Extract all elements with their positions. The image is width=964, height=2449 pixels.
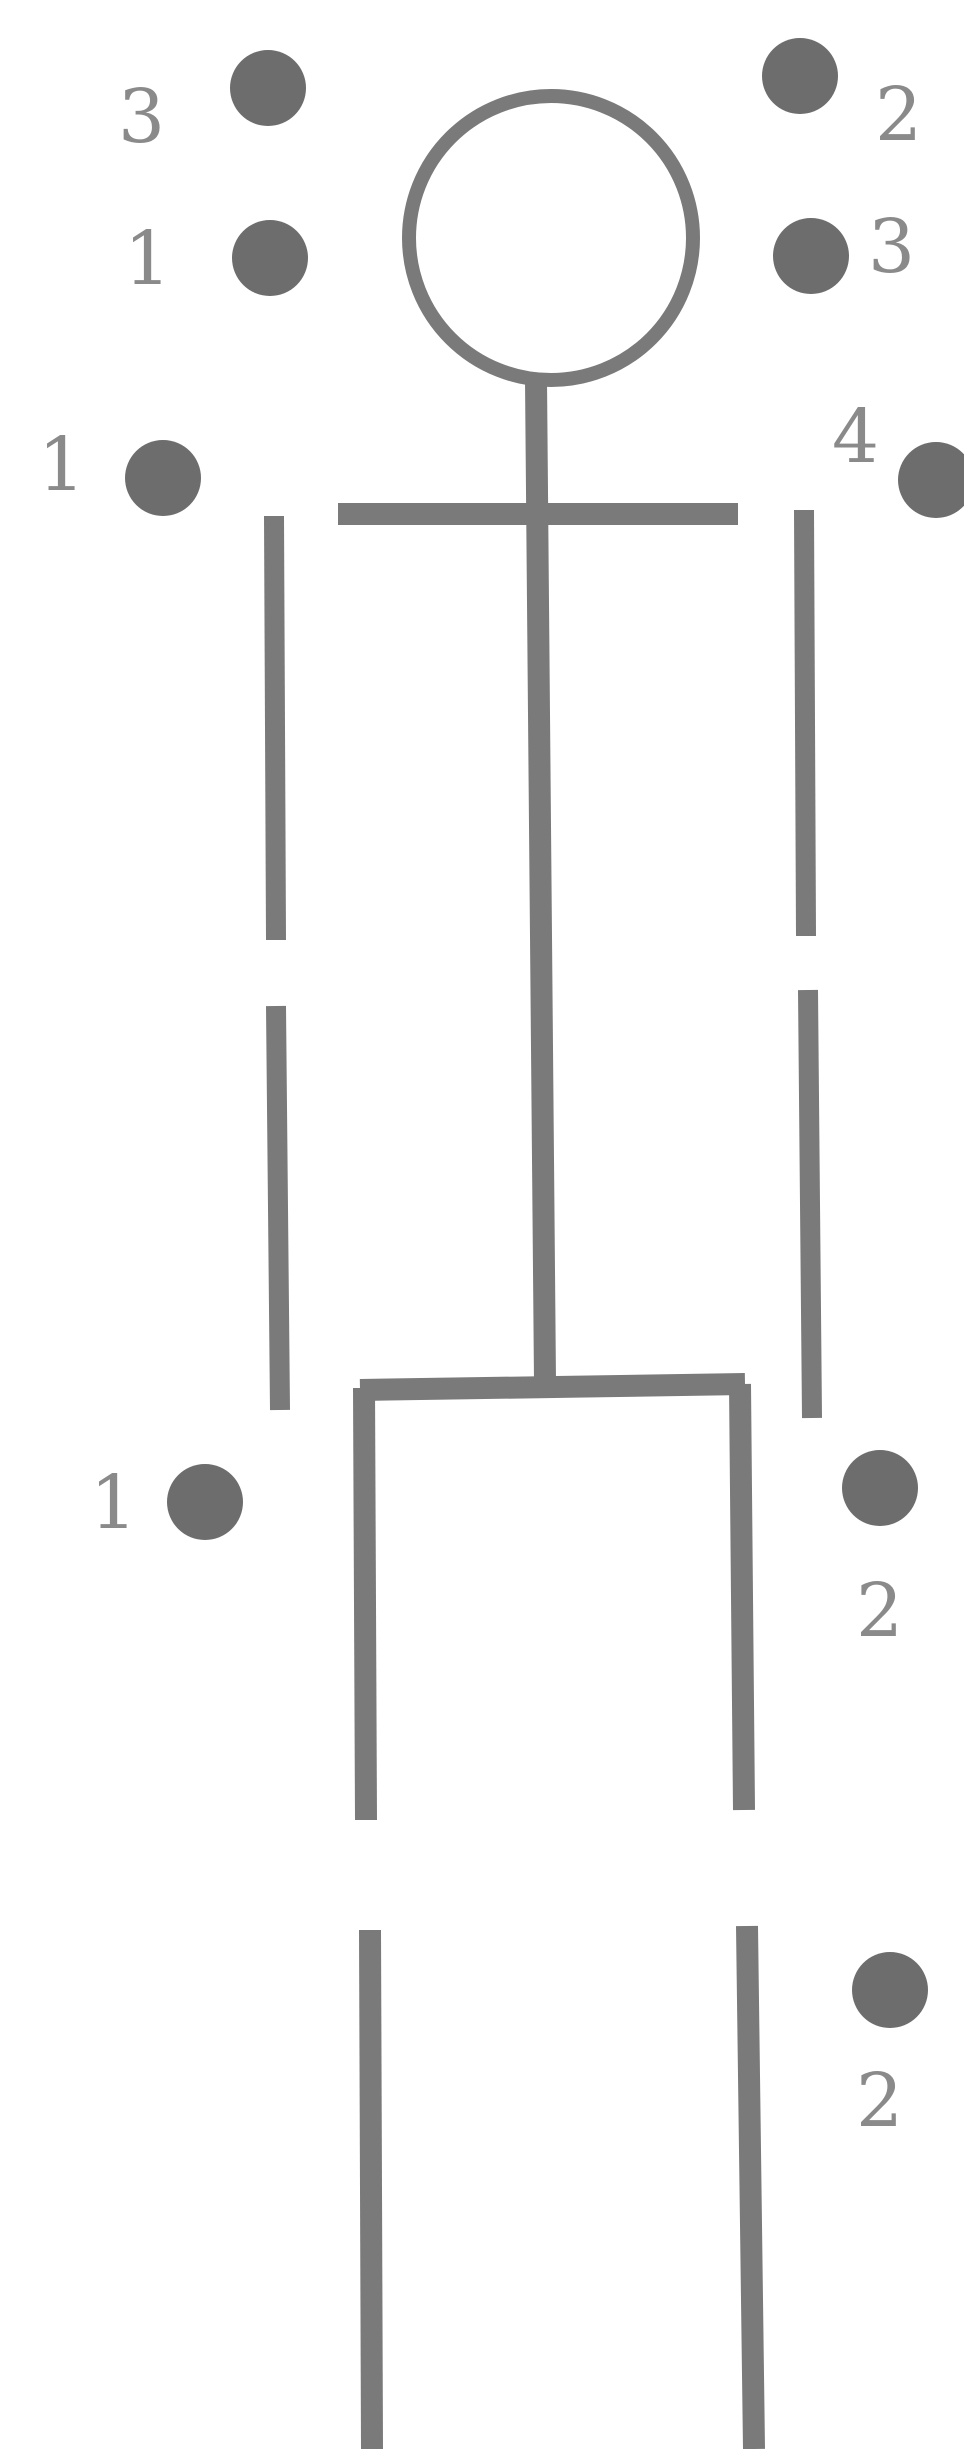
right-arm-lower — [808, 990, 812, 1418]
marker-label: 3 — [118, 74, 165, 160]
marker-label: 2 — [856, 2058, 903, 2144]
right-arm-upper — [804, 510, 806, 936]
figure-hips — [360, 1384, 745, 1390]
marker-label: 1 — [124, 216, 171, 302]
marker-dot — [232, 220, 308, 296]
left-leg-lower — [370, 1930, 372, 2449]
marker-dot — [167, 1464, 243, 1540]
marker-label: 4 — [832, 394, 879, 480]
marker-label: 2 — [856, 1568, 903, 1654]
figure-spine — [536, 380, 545, 1382]
marker-dot — [898, 442, 964, 518]
marker-dot — [230, 50, 306, 126]
marker-label: 1 — [38, 422, 85, 508]
right-leg-lower — [747, 1926, 754, 2449]
marker-dot — [762, 38, 838, 114]
marker-label: 3 — [868, 204, 915, 290]
marker-dot — [842, 1450, 918, 1526]
left-leg-upper — [364, 1388, 366, 1820]
left-arm-lower — [276, 1006, 280, 1410]
figure-head — [409, 96, 693, 380]
marker-dot — [852, 1952, 928, 2028]
marker-dot — [125, 440, 201, 516]
left-arm-upper — [274, 516, 276, 940]
marker-dot — [773, 218, 849, 294]
marker-label: 1 — [90, 1460, 137, 1546]
right-leg-upper — [740, 1384, 744, 1810]
marker-label: 2 — [875, 72, 922, 158]
